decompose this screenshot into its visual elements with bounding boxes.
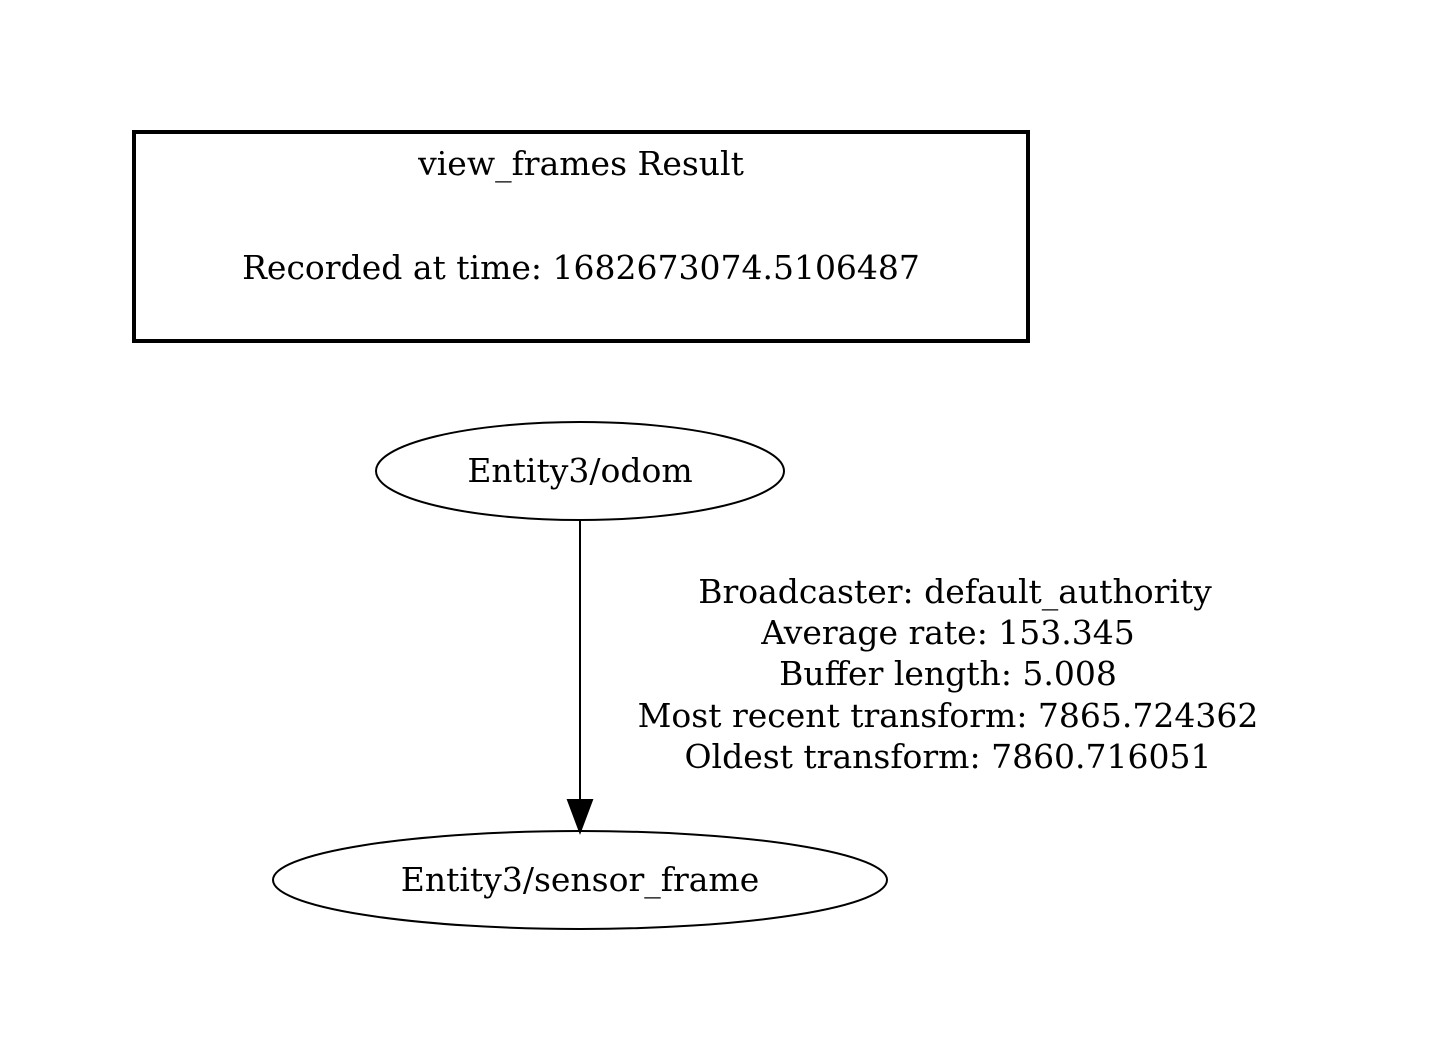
header-box-frame xyxy=(132,130,1030,343)
edge-label: Broadcaster: default_authority Average r… xyxy=(638,572,1259,776)
edge-parent-to-child[interactable] xyxy=(566,521,594,835)
edge-arrowhead xyxy=(566,799,594,835)
node-parent-frame[interactable]: Entity3/odom xyxy=(375,421,785,521)
node-child-label: Entity3/sensor_frame xyxy=(401,860,759,900)
node-parent-ellipse xyxy=(375,421,785,521)
node-child-ellipse xyxy=(272,830,888,930)
edge-label-oldest: Oldest transform: 7860.716051 xyxy=(684,737,1211,776)
edge-label-broadcaster: Broadcaster: default_authority xyxy=(698,572,1212,612)
edge-label-most-recent: Most recent transform: 7865.724362 xyxy=(638,696,1259,735)
header-box: view_frames Result Recorded at time: 168… xyxy=(132,130,1030,343)
header-box-recorded-time: Recorded at time: 1682673074.5106487 xyxy=(242,248,920,287)
header-box-title: view_frames Result xyxy=(417,144,744,184)
node-child-frame[interactable]: Entity3/sensor_frame xyxy=(272,830,888,930)
edge-label-buffer-length: Buffer length: 5.008 xyxy=(779,654,1117,693)
node-parent-label: Entity3/odom xyxy=(467,451,692,490)
edge-label-average-rate: Average rate: 153.345 xyxy=(760,613,1135,652)
